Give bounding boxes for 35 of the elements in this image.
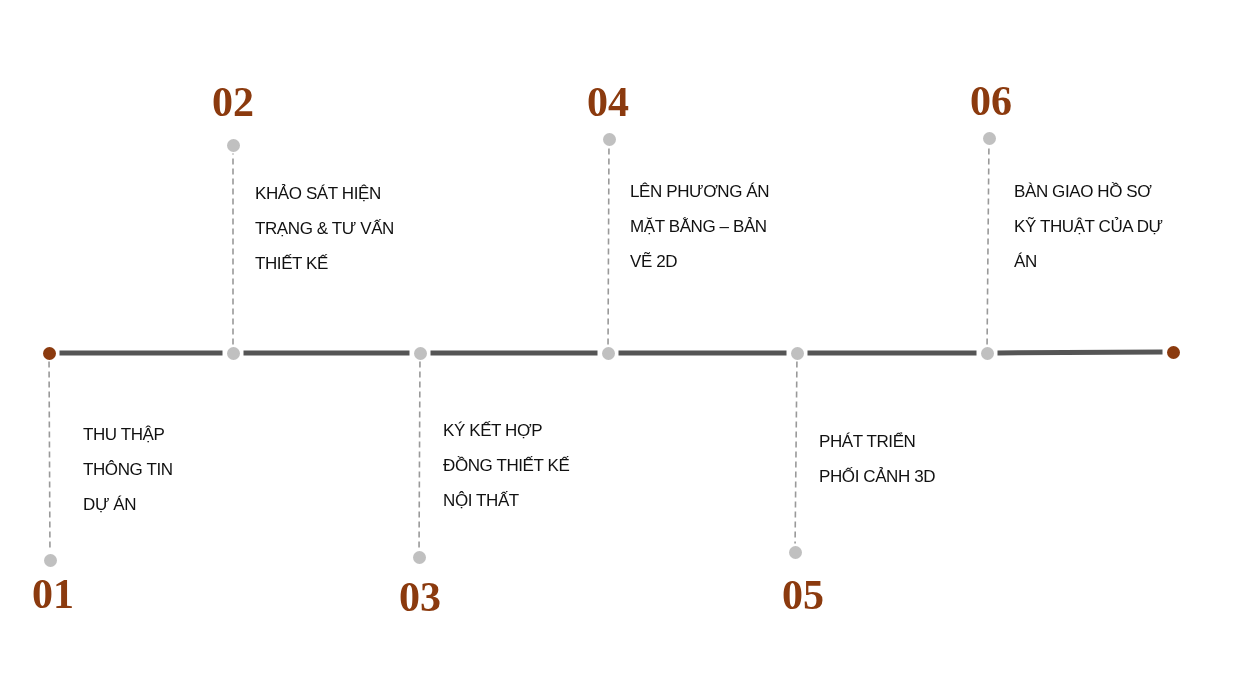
step-label: KHẢO SÁT HIỆN TRẠNG & TƯ VẤN THIẾT KẾ [255,183,395,275]
timeline-bar [430,350,598,356]
dashed-connector [232,152,234,346]
dashed-connector [794,360,798,545]
timeline-bar [59,350,223,356]
timeline-bar [997,349,1163,356]
step-label: LÊN PHƯƠNG ÁN MẶT BẰNG – BẢN VẼ 2D [630,181,771,273]
step-number: 04 [587,81,629,123]
dashed-connector [418,360,421,550]
marker-dot [788,545,802,559]
timeline-dot [413,346,427,360]
timeline-dot [226,346,240,360]
step-label: KÝ KẾT HỢP ĐỒNG THIẾT KẾ NỘI THẤT [443,420,571,512]
step-number: 06 [970,80,1012,122]
step-number: 02 [212,81,254,123]
timeline-dot [42,346,56,360]
timeline-bar [807,350,977,356]
timeline-bar [618,350,787,356]
step-number: 01 [32,573,74,615]
marker-dot [602,132,616,146]
step-label: PHÁT TRIỂN PHỐI CẢNH 3D [819,431,937,488]
timeline-dot [790,346,804,360]
marker-dot [43,553,57,567]
step-label: THU THẬP THÔNG TIN DỰ ÁN [83,424,174,516]
step-label: BÀN GIAO HỒ SƠ KỸ THUẬT CỦA DỰ ÁN [1014,181,1164,273]
step-number: 05 [782,574,824,616]
marker-dot [412,550,426,564]
step-number: 03 [399,576,441,618]
marker-dot [226,138,240,152]
timeline-dot [980,346,994,360]
timeline-dot [601,346,615,360]
timeline-dot [1166,345,1180,359]
marker-dot [982,131,996,145]
timeline-bar [243,350,410,356]
dashed-connector [607,146,610,346]
